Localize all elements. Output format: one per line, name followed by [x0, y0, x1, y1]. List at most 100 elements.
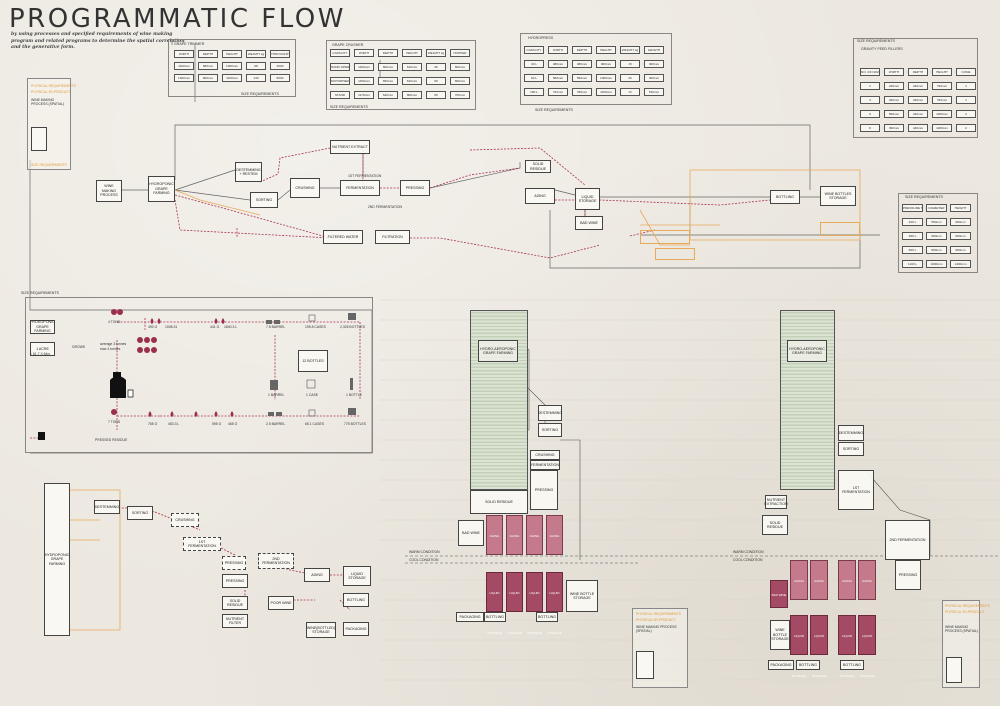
tower1-solid-residue: SOLID RESIDUE — [470, 490, 528, 514]
q-press-residue: PRESSED RESIDUE — [95, 438, 128, 442]
legend3-physical-by-product: PHYSICAL BY-PRODUCT — [945, 610, 985, 614]
table-header-cell: HEIGHT — [402, 49, 422, 57]
node-crushing[interactable]: CRUSHING — [290, 178, 320, 198]
drop-icon — [230, 411, 234, 417]
table-cell: HAND OPERATED — [330, 63, 350, 71]
table-cell: 2 — [956, 124, 976, 132]
node-liquid-storage[interactable]: LIQUID STORAGE — [575, 188, 600, 210]
table-cell: 480mm — [572, 60, 592, 68]
table-header-cell: DEPTH — [198, 50, 218, 58]
table-cell: 2500 — [270, 62, 290, 70]
tower1-destemming: DESTEMMING — [538, 405, 562, 421]
q-average: average 3 tonnes — [100, 342, 127, 346]
legend3-swatch — [946, 657, 962, 683]
legend3-wine-making: WINE MAKING PROCESS (SPATIAL) — [945, 625, 979, 634]
table-header-cell: CONE — [956, 68, 976, 76]
table-cell: 610mm — [402, 63, 422, 71]
case-icon — [308, 409, 316, 417]
page-subtitle: by using processes and specified require… — [11, 32, 185, 51]
table-cell: 1180mm — [932, 124, 952, 132]
table-cell: 600mm — [450, 77, 470, 85]
q-barrels-bot: 2.5 BARREL — [266, 422, 286, 426]
lower-solid-residue: SOLID RESIDUE — [222, 596, 248, 610]
node-sorting[interactable]: SORTING — [250, 192, 278, 208]
table-cell: 800mm — [402, 91, 422, 99]
q-gal-d: 1840.3 L — [224, 325, 238, 329]
table-header-cell: WIDTH — [354, 49, 374, 57]
table-cell: 550mm — [926, 218, 947, 226]
tower1-storage-tank-4: LIQUID STORAGE — [546, 572, 563, 635]
grape-trimmer-title: GRAPE TRIMMER — [174, 42, 205, 46]
table-cell: 600mm — [450, 63, 470, 71]
q-bottles-12: 12 BOTTLES — [302, 358, 324, 363]
tower-1 — [470, 310, 528, 490]
node-hydroponic-farming[interactable]: HYDROPONIC GRAPE FARMING — [148, 176, 175, 202]
table-header-cell: DIAMETER — [926, 204, 947, 212]
q-bottles-bot: 775 BOTTLES — [344, 422, 367, 426]
table-header-cell: DEPTH — [378, 49, 398, 57]
table-header-cell: WIDTH — [174, 50, 194, 58]
table-cell: 390mm — [884, 124, 904, 132]
lower-wine-storage: WINE(BOTTLED) STORAGE — [306, 622, 336, 638]
q-grows: GROWS — [72, 345, 86, 349]
node-aging[interactable]: AGING — [525, 188, 555, 204]
orange-box-2 — [655, 248, 695, 260]
grape-icon — [151, 347, 157, 353]
legend2-physical-requirements: PHYSICAL REQUIREMENTS — [636, 612, 681, 616]
hydropress-title: HYDROPRESS — [528, 36, 554, 40]
lower-aging: AGING — [304, 568, 330, 582]
node-bad-wine[interactable]: BAD WINE — [575, 216, 603, 230]
node-destemming[interactable]: DESTEMMING + RESTEM — [235, 162, 262, 182]
hydropress-panel — [520, 33, 672, 105]
table-cell: 650mm — [926, 232, 947, 240]
table-cell: 72 — [620, 88, 640, 96]
table-cell: 990mm — [950, 246, 971, 254]
tower2-pressing: PRESSING — [895, 560, 921, 590]
table-header-cell: HEIGHT — [222, 50, 242, 58]
q-acre-label: 1 ACRE — [36, 346, 49, 351]
table-cell: 420mm — [884, 96, 904, 104]
table-cell: 610mm — [402, 77, 422, 85]
node-pressing[interactable]: PRESSING — [400, 180, 430, 196]
drop-icon — [150, 318, 154, 324]
table-cell: 1000mm — [222, 62, 242, 70]
table-header-cell: HEIGHT — [932, 68, 952, 76]
legend-swatch — [31, 127, 47, 151]
tower2-aging-tank-1: AGING — [790, 560, 808, 600]
table-cell: 40 L — [524, 60, 544, 68]
tower1-bottling: BOTTLING — [484, 612, 506, 622]
lower-crushing: CRUSHING — [171, 513, 199, 527]
barrel-icon — [274, 320, 280, 324]
drop-icon — [221, 318, 225, 324]
tower2-bottling-2: BOTTLING — [840, 660, 864, 670]
node-bottling[interactable]: BOTTLING — [770, 190, 800, 204]
table-header-cell: WEIGHT kg — [426, 49, 446, 57]
node-filtered-water[interactable]: FILTERED WATER — [323, 230, 363, 244]
page-title: PROGRAMMATIC FLOW — [9, 4, 346, 34]
node-fermentation[interactable]: FERMENTATION — [340, 180, 380, 196]
orange-box-1 — [640, 230, 690, 244]
table-header-cell: WIDTH — [548, 46, 568, 54]
table-cell: 790mm — [932, 96, 952, 104]
tower2-second-ferm: 2ND FERMENTATION — [885, 520, 930, 560]
legend-size-requirements: SIZE REQUIREMENTS — [31, 163, 67, 167]
q-tons-high: 7 TONS — [108, 420, 121, 424]
node-solid-residue[interactable]: SOLID RESIDUE — [525, 160, 551, 173]
drop-icon — [170, 411, 174, 417]
table-cell: 1 — [956, 96, 976, 104]
orange-box-3 — [820, 222, 860, 236]
q-case-note: 1 CASE — [306, 393, 319, 397]
lower-hydroponic: HYDROPONIC GRAPE FARMING — [44, 483, 70, 636]
node-wine-bottles-storage[interactable]: WINE BOTTLES STORAGE — [820, 186, 856, 206]
node-filtration[interactable]: FILTRATION — [375, 230, 410, 244]
node-nutrient-extract[interactable]: NUTRIENT EXTRACT — [330, 140, 370, 154]
lower-destemming: DESTEMMING — [94, 500, 120, 514]
tower1-storage-tank-3: LIQUID STORAGE — [526, 572, 543, 635]
grape-crusher-title: GRAPE CRUSHER — [332, 43, 364, 47]
gravity-filler-subtitle: GRAVITY FEED FILLERS — [861, 47, 903, 51]
table-cell: 690 L — [902, 246, 923, 254]
tower1-aging-tank-3: AGING — [526, 515, 543, 555]
node-wine-making-process[interactable]: WINE MAKING PROCESS — [96, 180, 122, 202]
q-gal-b: 1008.31 — [165, 325, 178, 329]
